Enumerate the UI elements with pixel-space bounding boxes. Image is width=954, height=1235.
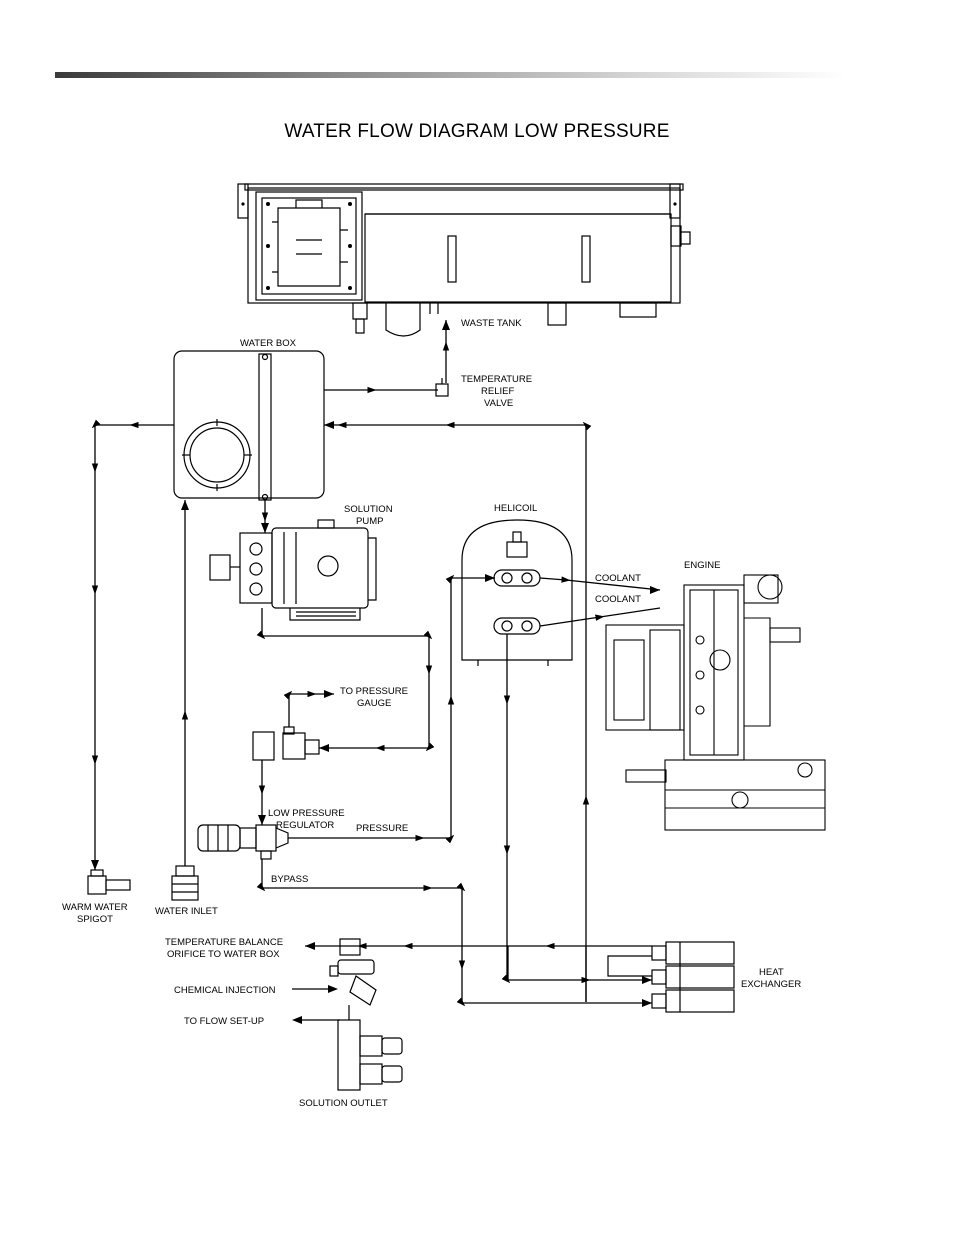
solution-pump [209,519,377,621]
engine [605,574,826,831]
low-pressure-regulator [197,824,289,860]
helicoil [461,519,573,666]
header-rule [55,72,845,78]
label-solution-pump-1: SOLUTION [344,504,393,515]
label-helicoil: HELICOIL [494,503,537,514]
pressure-gauge-fitting [252,726,320,761]
arrow-heads [91,320,660,1024]
label-solution-outlet: SOLUTION OUTLET [299,1098,388,1109]
relief-valve [435,378,449,397]
water-box [173,350,325,501]
label-temp-relief-1: TEMPERATURE [461,374,532,385]
waste-tank [237,183,691,337]
label-heat-exchanger-1: HEAT [759,967,784,978]
line-waterbox-to-spigot [91,419,174,870]
line-to-pressure-gauge [283,690,334,727]
label-engine: ENGINE [684,560,720,571]
label-waste-tank: WASTE TANK [461,318,522,329]
label-bypass: BYPASS [271,874,308,885]
line-coolant-2 [539,607,661,627]
arrow-extras [292,946,587,1021]
label-coolant-2: COOLANT [595,594,641,605]
line-bypass [256,859,652,1007]
label-coolant-1: COOLANT [595,573,641,584]
label-water-inlet: WATER INLET [155,906,218,917]
label-to-pressure-gauge-2: GAUGE [357,698,391,709]
label-to-flow-setup: TO FLOW SET-UP [184,1016,264,1027]
label-solution-pump-2: PUMP [356,516,383,527]
label-chemical-injection: CHEMICAL INJECTION [174,985,276,996]
label-low-pressure-regulator-1: LOW PRESSURE [268,808,345,819]
label-pressure: PRESSURE [356,823,408,834]
label-warm-water-spigot-2: SPIGOT [77,914,113,925]
line-pressure [288,574,495,844]
water-inlet-fitting [171,865,199,901]
flow-lines [91,320,661,1007]
waste-tank-bolts [241,202,677,290]
page-title: WATER FLOW DIAGRAM LOW PRESSURE [284,121,670,142]
label-temp-balance-1: TEMPERATURE BALANCE [165,937,283,948]
line-return-to-waterbox [324,421,592,540]
label-temp-relief-2: RELIEF [481,386,514,397]
line-coolant-1 [539,576,661,591]
warm-water-spigot [87,869,131,895]
label-water-box: WATER BOX [240,338,297,349]
label-warm-water-spigot-1: WARM WATER [62,902,128,913]
line-helicoil-down [501,634,652,984]
label-temp-balance-2: ORIFICE TO WATER BOX [167,949,280,960]
label-temp-relief-3: VALVE [484,398,513,409]
solution-outlet-manifold [329,938,403,1091]
label-heat-exchanger-2: EXCHANGER [741,979,801,990]
heat-exchanger [607,941,735,1013]
label-to-pressure-gauge-1: TO PRESSURE [340,686,408,697]
label-low-pressure-regulator-2: REGULATOR [276,820,334,831]
